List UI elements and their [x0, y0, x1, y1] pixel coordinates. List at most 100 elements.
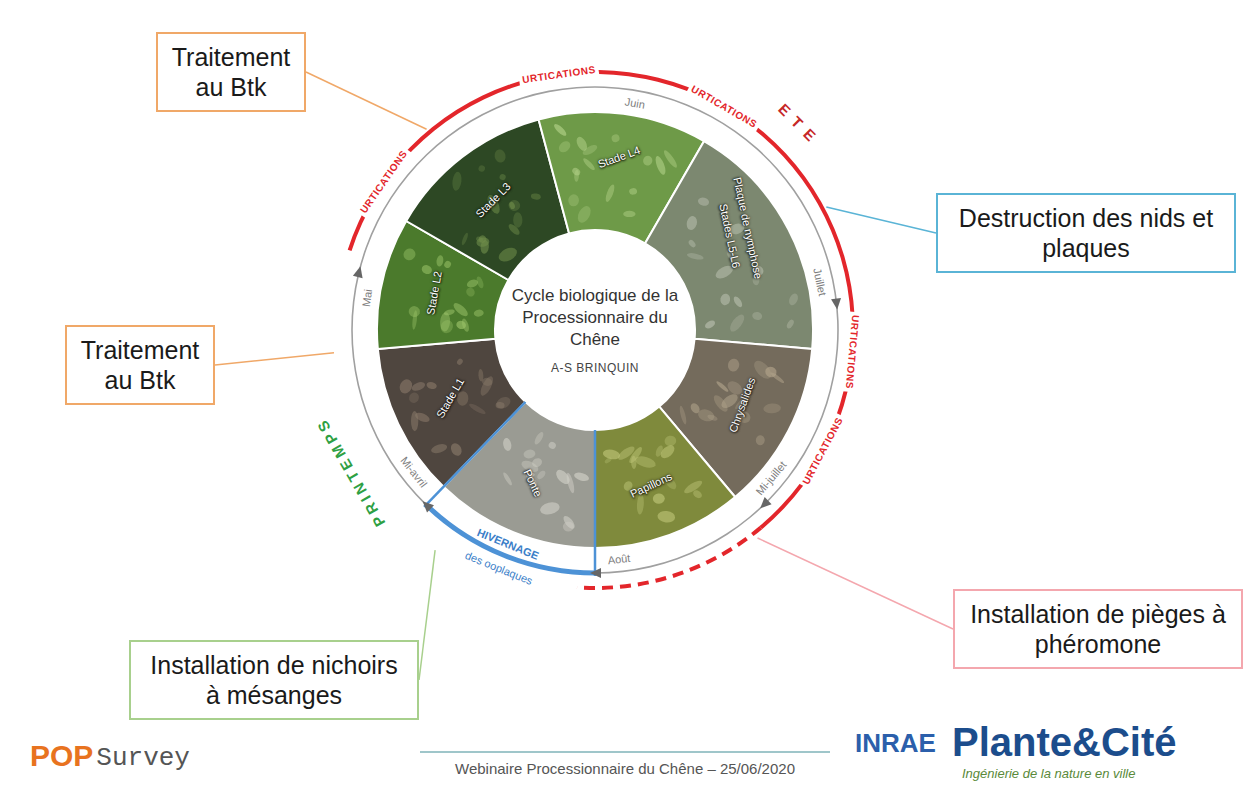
photo-texture — [455, 320, 467, 331]
action-box: Destruction des nids et plaques — [936, 193, 1236, 273]
photo-texture — [611, 133, 621, 142]
photo-texture — [499, 173, 507, 181]
logo-text: POP — [30, 738, 93, 774]
photo-texture — [493, 149, 506, 164]
photo-texture — [629, 187, 638, 195]
photo-texture — [461, 232, 470, 246]
photo-texture — [707, 413, 719, 422]
logo-text: Survey — [96, 743, 190, 773]
photo-texture — [575, 204, 593, 225]
photo-texture — [397, 377, 414, 395]
photo-texture — [401, 246, 418, 262]
action-box: Installation de pièges à phéromone — [953, 589, 1243, 669]
photo-texture — [557, 139, 573, 155]
season-label: ETE — [775, 100, 825, 150]
photo-texture — [477, 234, 487, 244]
photo-texture — [727, 358, 740, 373]
leader-line — [306, 72, 427, 129]
leader-line — [215, 353, 334, 365]
urtication-label: URTICATIONS — [843, 312, 862, 393]
photo-texture — [410, 380, 426, 392]
season-label: PRINTEMPS — [312, 414, 388, 529]
month-label: Juillet — [811, 267, 829, 297]
photo-texture — [439, 312, 451, 332]
photo-texture — [685, 215, 698, 231]
footer-caption: Webinaire Processionnaire du Chêne – 25/… — [455, 760, 795, 777]
leader-line — [758, 538, 953, 629]
photo-texture — [539, 500, 561, 516]
photo-texture — [513, 212, 523, 228]
photo-texture — [468, 402, 487, 416]
urtication-arc — [348, 70, 855, 529]
photo-texture — [473, 309, 484, 317]
photo-texture — [704, 319, 717, 330]
photo-texture — [581, 143, 599, 157]
urtication-label: URTICATIONS — [799, 413, 847, 489]
photo-texture — [530, 193, 541, 200]
photo-texture — [678, 405, 687, 425]
photo-texture — [478, 374, 495, 397]
month-marker — [757, 497, 772, 512]
month-label: Mi-avril — [398, 454, 429, 489]
stage-label: Stade L2 — [424, 270, 443, 315]
overwinter-divider — [594, 430, 597, 576]
photo-texture — [623, 211, 635, 217]
photo-texture — [554, 467, 573, 486]
photo-texture — [715, 380, 729, 393]
photo-texture — [451, 171, 462, 191]
photo-texture — [642, 155, 654, 167]
photo-texture — [689, 402, 702, 415]
month-marker — [353, 265, 365, 278]
photo-texture — [407, 391, 421, 405]
photo-texture — [602, 448, 621, 460]
photo-texture — [752, 311, 763, 321]
month-marker — [831, 298, 842, 310]
photo-texture — [411, 310, 417, 330]
photo-texture — [456, 358, 464, 366]
stage-label: Stade L1 — [434, 376, 466, 420]
photo-texture — [449, 441, 464, 457]
photo-texture — [604, 183, 616, 202]
action-text: Installation de pièges à phéromone — [967, 599, 1229, 659]
photo-texture — [478, 369, 484, 382]
photo-wedge — [595, 407, 735, 548]
photo-texture — [552, 122, 568, 137]
photo-texture — [657, 510, 676, 523]
photo-texture — [664, 435, 677, 447]
photo-texture — [764, 365, 779, 379]
photo-texture — [582, 157, 597, 172]
photo-texture — [687, 239, 696, 249]
photo-texture — [451, 301, 470, 319]
photo-texture — [697, 196, 710, 207]
author-credit: A-S BRINQUIN — [551, 361, 639, 375]
photo-texture — [653, 493, 666, 504]
photo-texture — [719, 293, 731, 306]
month-marker — [590, 568, 601, 578]
photo-texture — [711, 393, 730, 414]
logo-text: Plante&Cité — [952, 720, 1177, 764]
photo-texture — [732, 295, 744, 308]
stage-label: Ponte — [522, 467, 545, 498]
photo-texture — [692, 489, 704, 500]
month-label: Mi-juillet — [754, 459, 789, 498]
stage-label: Papillons — [629, 470, 675, 500]
photo-texture — [496, 245, 519, 265]
photo-texture — [436, 255, 445, 267]
logo-tagline: Ingénierie de la nature en ville — [962, 766, 1135, 781]
photo-texture — [443, 260, 452, 270]
photo-texture — [502, 471, 513, 486]
month-label: Juin — [624, 96, 646, 111]
urtication-label: URTICATIONS — [356, 146, 412, 219]
action-box: Traitement au Btk — [65, 325, 215, 405]
photo-texture — [568, 194, 579, 206]
life-cycle-ring — [348, 70, 855, 588]
urtication-label: URTICATIONS — [519, 63, 600, 86]
photo-texture — [430, 442, 448, 454]
photo-texture — [523, 449, 536, 460]
photo-texture — [426, 381, 438, 390]
photo-texture — [787, 292, 799, 307]
footer-rule — [420, 751, 830, 753]
action-text: Traitement au Btk — [79, 335, 201, 395]
photo-texture — [686, 252, 704, 261]
photo-texture — [631, 456, 637, 469]
